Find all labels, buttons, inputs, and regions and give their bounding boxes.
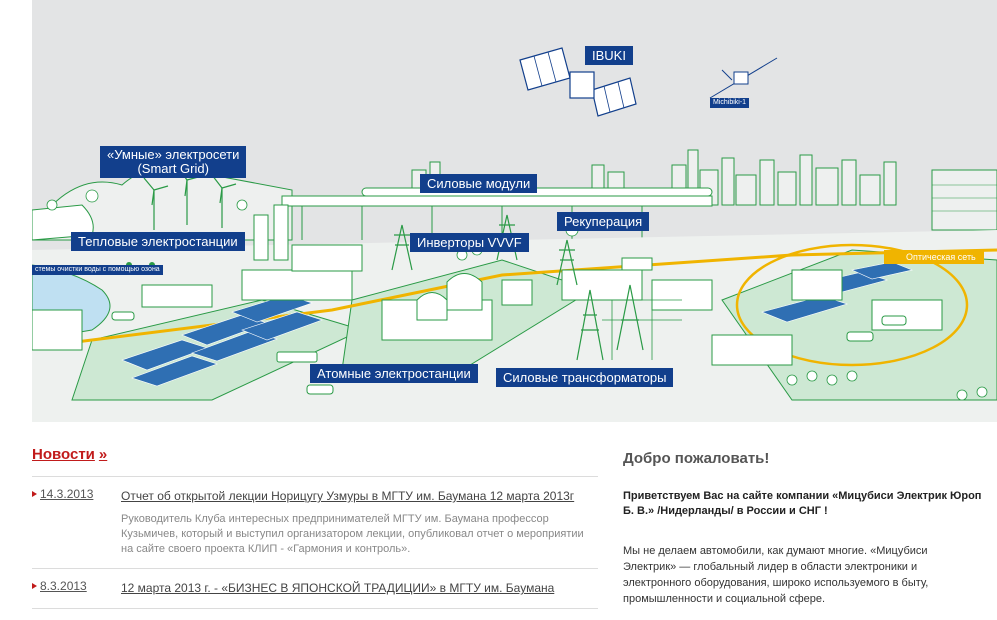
- news-arrow: »: [98, 446, 108, 463]
- label-power-transformers[interactable]: Силовые трансформаторы: [496, 368, 674, 387]
- news-summary: Руководитель Клуба интересных предприним…: [121, 513, 584, 555]
- label-smart-grid[interactable]: «Умные» электросети (Smart Grid): [100, 146, 247, 178]
- satellite-small-icon: [709, 57, 778, 99]
- news-headline-link[interactable]: 12 марта 2013 г. - «БИЗНЕС В ЯПОНСКОЙ ТР…: [121, 581, 555, 595]
- label-smart-grid-line1: «Умные» электросети: [107, 147, 240, 162]
- city-scene: [32, 0, 997, 422]
- label-optical-network[interactable]: Оптическая сеть: [884, 250, 984, 264]
- label-thermal-plants[interactable]: Тепловые электростанции: [71, 232, 245, 251]
- news-item: 14.3.2013 Отчет об открытой лекции Нориц…: [31, 477, 598, 569]
- hero-illustration: IBUKI Michibiki-1 «Умные» электросети (S…: [32, 0, 997, 422]
- label-power-modules[interactable]: Силовые модули: [420, 174, 538, 193]
- news-item: 8.3.2013 12 марта 2013 г. - «БИЗНЕС В ЯП…: [32, 569, 598, 609]
- label-michibiki: Michibiki-1: [710, 98, 750, 108]
- news-title-link[interactable]: Новости»: [32, 446, 107, 463]
- news-divider: [32, 476, 598, 477]
- welcome-section: Добро пожаловать! Приветствуем Вас на са…: [623, 450, 983, 607]
- satellite-ibuki-icon: [519, 47, 637, 117]
- welcome-lead: Приветствуем Вас на сайте компании «Мицу…: [623, 490, 982, 517]
- label-recuperation[interactable]: Рекуперация: [557, 212, 650, 231]
- welcome-title: Добро пожаловать!: [623, 450, 770, 467]
- news-date[interactable]: 14.3.2013: [31, 487, 94, 501]
- news-section: Новости» 14.3.2013 Отчет об открытой лек…: [31, 446, 598, 609]
- news-date[interactable]: 8.3.2013: [32, 579, 87, 593]
- label-inverters[interactable]: Инверторы VVVF: [410, 233, 529, 252]
- label-water-ozone[interactable]: стемы очистки воды с помощью озона: [32, 265, 163, 275]
- news-title-text: Новости: [32, 446, 95, 463]
- label-nuclear-plants[interactable]: Атомные электростанции: [310, 364, 478, 383]
- news-headline-link[interactable]: Отчет об открытой лекции Норицугу Узмуры…: [121, 489, 575, 503]
- welcome-body: Мы не делаем автомобили, как думают мног…: [623, 545, 929, 605]
- label-smart-grid-line2: (Smart Grid): [137, 161, 209, 176]
- label-ibuki[interactable]: IBUKI: [585, 46, 633, 65]
